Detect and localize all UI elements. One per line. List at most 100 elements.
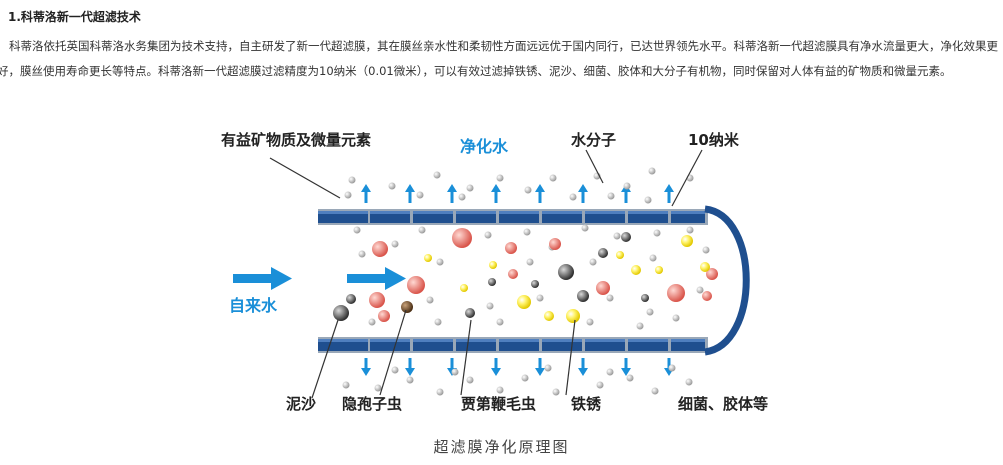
membrane-highlight — [585, 211, 625, 214]
water-particle — [368, 318, 376, 326]
water-particle — [613, 232, 621, 240]
water-particle — [526, 258, 534, 266]
water-particle — [549, 174, 557, 182]
water-particle — [648, 167, 656, 175]
water-particle — [702, 246, 710, 254]
water-particle — [353, 226, 361, 234]
membrane-highlight — [585, 339, 625, 342]
water-particle — [672, 314, 680, 322]
water-particle — [486, 302, 494, 310]
membrane-highlight — [542, 211, 582, 214]
sand-particle — [531, 280, 539, 288]
water-particle — [649, 254, 657, 262]
up-arrow-head — [535, 184, 545, 192]
water-particle — [344, 191, 352, 199]
intro-paragraph: 科蒂洛依托英国科蒂洛水务集团为技术支持，自主研发了新一代超滤膜，其在膜丝亲水性和… — [0, 39, 998, 78]
sand-particle — [641, 294, 649, 302]
label-water-molecule: 水分子 — [571, 131, 616, 149]
label-10nm: 10纳米 — [688, 131, 740, 149]
water-particle — [686, 226, 694, 234]
down-arrow-head — [535, 368, 545, 376]
sand-particle — [465, 308, 475, 318]
membrane-highlight — [370, 211, 410, 214]
diagram-caption: 超滤膜净化原理图 — [433, 438, 570, 456]
water-particle — [358, 250, 366, 258]
outflow-arrows-top — [361, 184, 674, 203]
water-particle — [653, 229, 661, 237]
water-particle — [644, 196, 652, 204]
membrane-highlight — [318, 211, 368, 214]
rust-particle — [631, 265, 641, 275]
water-particle — [607, 192, 615, 200]
water-particle — [596, 381, 604, 389]
bacteria-particle — [505, 242, 517, 254]
bacteria-particle — [452, 228, 472, 248]
water-particle — [391, 240, 399, 248]
water-particle — [636, 322, 644, 330]
rust-particle — [700, 262, 710, 272]
sand-particle — [577, 290, 589, 302]
label-tap-water: 自来水 — [229, 296, 278, 315]
water-particle — [606, 368, 614, 376]
bacteria-particle — [549, 238, 561, 250]
up-arrow-head — [491, 184, 501, 192]
water-particle — [418, 226, 426, 234]
sand-particle — [598, 248, 608, 258]
water-particle — [651, 387, 659, 395]
rust-particle — [681, 235, 693, 247]
water-particle — [606, 294, 614, 302]
membrane-highlight — [671, 211, 705, 214]
membrane-highlight — [413, 211, 453, 214]
water-particle — [552, 388, 560, 396]
down-arrow-head — [578, 368, 588, 376]
water-particle — [626, 374, 634, 382]
water-particle — [451, 368, 459, 376]
water-particle — [436, 388, 444, 396]
water-particle — [589, 258, 597, 266]
membrane-highlight — [499, 211, 539, 214]
bacteria-particle — [702, 291, 712, 301]
water-particle — [436, 258, 444, 266]
label-bacteria-colloids: 细菌、胶体等 — [678, 395, 768, 413]
rust-particle — [566, 309, 580, 323]
water-particle — [536, 294, 544, 302]
membrane-highlight — [318, 339, 368, 342]
membrane-highlight — [628, 339, 668, 342]
sand-particle — [346, 294, 356, 304]
label-rust: 铁锈 — [571, 395, 601, 413]
bacteria-particle — [369, 292, 385, 308]
bacteria-particle — [378, 310, 390, 322]
water-particle — [569, 193, 577, 201]
bacteria-particle — [667, 284, 685, 302]
membrane-highlight — [370, 339, 410, 342]
water-particle — [426, 296, 434, 304]
up-arrow-head — [447, 184, 457, 192]
up-arrow-head — [664, 184, 674, 192]
water-particle — [581, 224, 589, 232]
water-particle — [434, 318, 442, 326]
membrane-highlight — [671, 339, 705, 342]
water-particle — [685, 378, 693, 386]
bacteria-particle — [407, 276, 425, 294]
rust-particle — [460, 284, 468, 292]
down-arrow-head — [491, 368, 501, 376]
leader-lines — [269, 149, 703, 399]
membrane-end-cap — [704, 205, 750, 356]
particles — [333, 167, 718, 396]
water-particle — [496, 318, 504, 326]
sand-particle — [333, 305, 349, 321]
inflow-arrow-outer — [233, 267, 292, 290]
label-purified-water: 净化水 — [460, 137, 509, 156]
bacteria-particle — [508, 269, 518, 279]
up-arrow-head — [578, 184, 588, 192]
bacteria-particle — [706, 268, 718, 280]
water-particle — [496, 386, 504, 394]
water-particle — [374, 384, 382, 392]
membrane-highlight — [413, 339, 453, 342]
sand-particle — [558, 264, 574, 280]
up-arrow-head — [361, 184, 371, 192]
sand-particle — [621, 232, 631, 242]
water-particle — [466, 184, 474, 192]
rust-particle — [517, 295, 531, 309]
